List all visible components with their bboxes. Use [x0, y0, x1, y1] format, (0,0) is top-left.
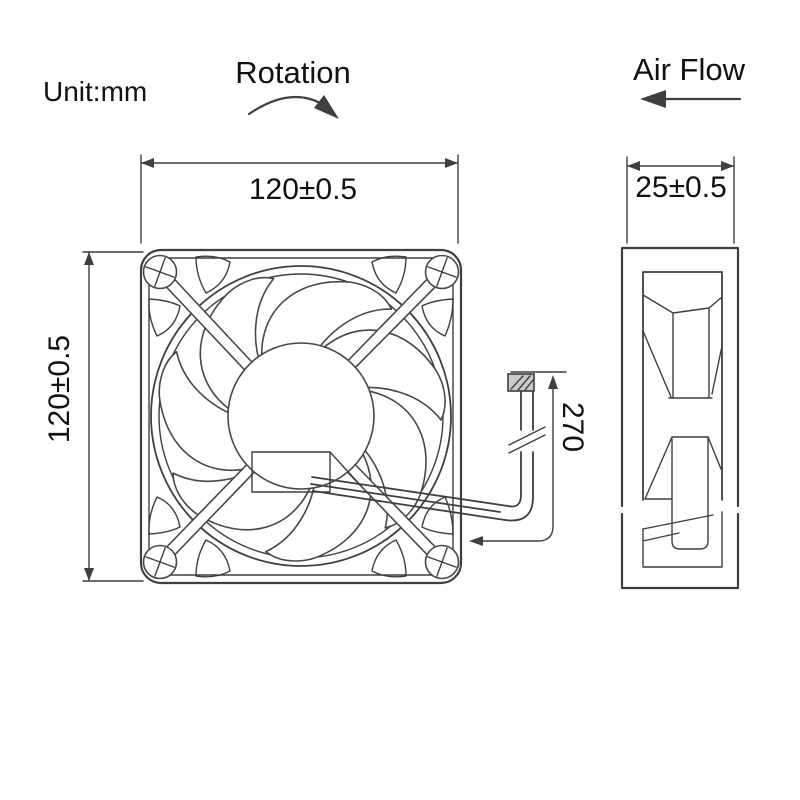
- frame-inner-face: [148, 257, 454, 576]
- witness-lines: [140, 154, 459, 244]
- arrowhead: [445, 158, 458, 168]
- side-venturi: [642, 271, 723, 501]
- wire-bend: [504, 451, 534, 522]
- lead-wires: [310, 476, 509, 521]
- dimension-wire-length: 270: [469, 371, 589, 546]
- arrowhead: [141, 158, 154, 168]
- unit-text: Unit:mm: [43, 76, 147, 107]
- fan-frame: [139, 248, 463, 585]
- side-blade-lower: [644, 436, 722, 511]
- screw-hole: [142, 254, 178, 290]
- airflow-annotation: Air Flow: [633, 52, 746, 108]
- side-flange-detail: [642, 509, 723, 568]
- wire-length-value: 270: [556, 402, 589, 452]
- mounting-holes: [142, 254, 460, 580]
- dimension-front-width: 120±0.5: [140, 154, 459, 244]
- arrowhead: [721, 161, 734, 171]
- wire-upper: [520, 390, 534, 431]
- screw-hole: [424, 544, 460, 580]
- air-flow-arrow-icon: [640, 90, 742, 108]
- witness-lines: [626, 156, 735, 244]
- screw-hole: [142, 544, 178, 580]
- air-flow-label: Air Flow: [633, 52, 746, 87]
- wire-connector: [507, 373, 535, 392]
- arrowhead: [548, 375, 558, 389]
- venturi-outer-ring: [150, 265, 452, 567]
- rotation-arrow-icon: [247, 95, 339, 119]
- arrowhead: [84, 252, 94, 265]
- side-blade-upper: [642, 294, 723, 399]
- front-width-value: 120±0.5: [249, 173, 357, 206]
- rotation-label: Rotation: [235, 55, 350, 90]
- unit-label: Unit:mm: [43, 76, 147, 107]
- arrowhead: [469, 536, 483, 546]
- hub-detail: [251, 451, 363, 493]
- arrowhead: [84, 568, 94, 581]
- witness-lines: [82, 251, 144, 582]
- fan-hub: [227, 342, 375, 490]
- dimension-front-height: 120±0.5: [43, 251, 144, 582]
- wire-break-mark: [508, 426, 546, 454]
- screw-hole: [424, 254, 460, 290]
- arrowhead: [627, 161, 640, 171]
- front-height-value: 120±0.5: [43, 335, 76, 443]
- side-depth-value: 25±0.5: [635, 171, 727, 204]
- side-frame-outline: [620, 246, 740, 590]
- corner-cutouts: [148, 255, 454, 578]
- fan-front-view: [139, 248, 463, 585]
- rotation-annotation: Rotation: [235, 55, 351, 119]
- dimension-line: [471, 379, 554, 542]
- wire-assembly: [310, 373, 546, 522]
- fan-side-view: [620, 246, 740, 590]
- dimension-side-depth: 25±0.5: [626, 156, 735, 244]
